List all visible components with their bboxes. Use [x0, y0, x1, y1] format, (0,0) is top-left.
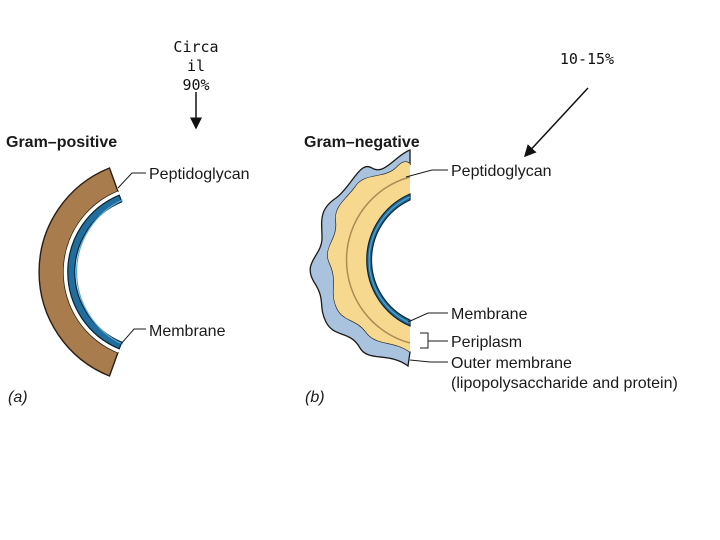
- label-peptidoglycan-b: Peptidoglycan: [451, 163, 552, 180]
- label-membrane-b: Membrane: [451, 306, 528, 323]
- annotation-left: Circa il 90%: [173, 38, 219, 94]
- label-outer-membrane: Outer membrane: [451, 355, 572, 372]
- gram-negative-peptidoglycan: [327, 162, 410, 352]
- label-peptidoglycan-a: Peptidoglycan: [149, 166, 250, 183]
- panel-a-title: Gram–positive: [6, 134, 117, 151]
- label-periplasm: Periplasm: [451, 334, 522, 351]
- annotation-right: 10-15%: [559, 50, 615, 68]
- panel-b-tag: (b): [305, 389, 325, 406]
- gram-positive-membrane: [67, 194, 123, 350]
- panel-a-tag: (a): [8, 389, 28, 406]
- panel-a: Gram–positive Peptidoglycan Membrane (a): [6, 134, 250, 406]
- label-membrane-a: Membrane: [149, 323, 226, 340]
- panel-b: Gram–negative Peptidoglycan Membrane Per…: [304, 134, 678, 406]
- label-outer-membrane-detail: (lipopolysaccharide and protein): [451, 375, 678, 392]
- panel-b-title: Gram–negative: [304, 134, 420, 151]
- arrow-right: [523, 87, 589, 158]
